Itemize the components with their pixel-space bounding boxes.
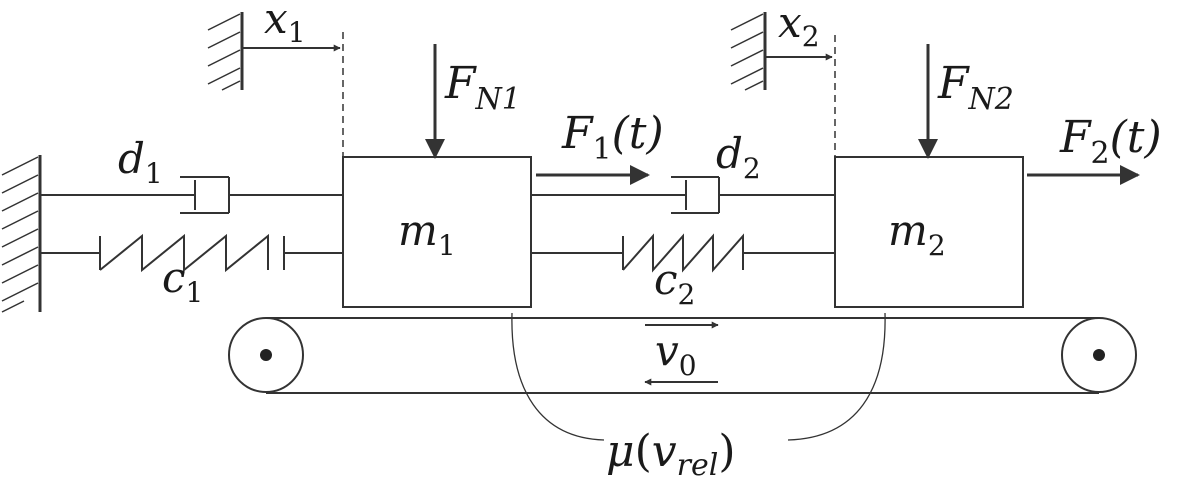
label-d1: d1 [118, 134, 163, 190]
left-roller-axle [260, 349, 272, 361]
spring-c1 [40, 233, 343, 273]
label-fn2: FN2 [937, 58, 1014, 117]
label-f1: F1(t) [561, 108, 664, 167]
displacement-x1-reference [207, 12, 344, 157]
friction-brace-left [511, 312, 605, 441]
conveyor-belt [228, 317, 1137, 394]
displacement-x2-reference [730, 12, 836, 157]
spring-c2 [531, 233, 835, 273]
damper-d1 [40, 176, 343, 214]
friction-brace-right [787, 312, 886, 441]
label-m2: m2 [888, 206, 946, 262]
label-c1: c1 [162, 253, 203, 309]
right-roller [1061, 317, 1137, 393]
label-c2: c2 [654, 255, 695, 311]
left-wall [1, 155, 42, 313]
label-d2: d2 [716, 129, 761, 185]
label-m1: m1 [398, 206, 456, 262]
label-v0: v0 [655, 326, 697, 382]
left-roller [228, 317, 304, 393]
label-x1: x1 [264, 0, 306, 49]
label-mu-vrel: μ(vrel) [606, 426, 736, 483]
label-fn1: FN1 [444, 58, 521, 117]
damper-d2 [531, 176, 835, 214]
label-x2: x2 [778, 0, 820, 53]
label-f2: F2(t) [1059, 112, 1162, 171]
right-roller-axle [1093, 349, 1105, 361]
